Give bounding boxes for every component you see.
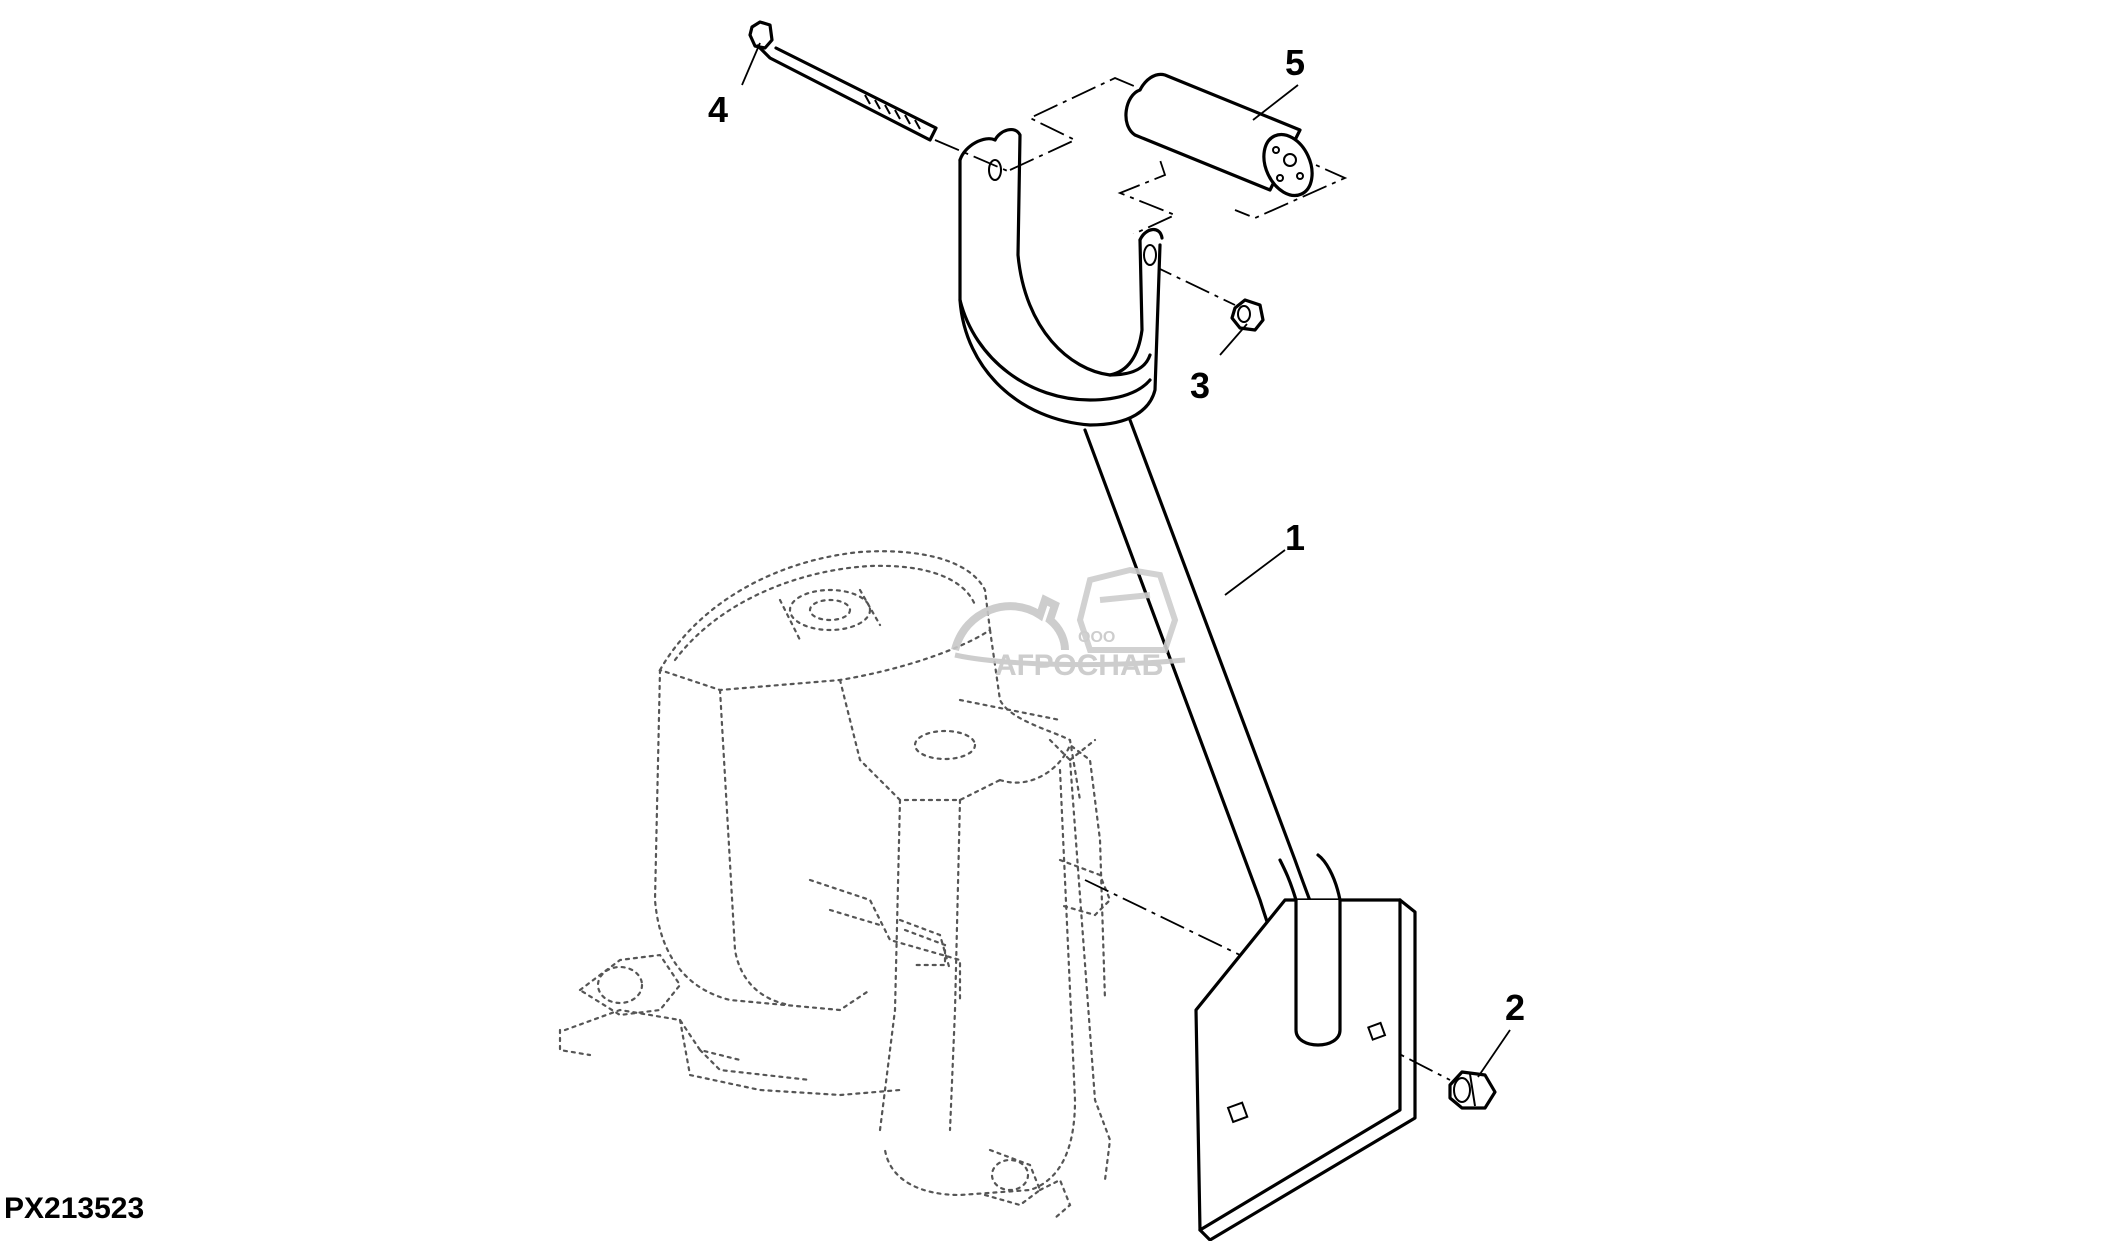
part-5-spacer xyxy=(1124,72,1314,198)
gear-icon xyxy=(951,594,1069,652)
callout-3: 3 xyxy=(1190,365,1210,406)
callout-labels: 5 4 3 1 2 xyxy=(708,42,1525,1028)
leader-2 xyxy=(1477,1029,1511,1078)
part-4-bolt xyxy=(748,20,938,142)
callout-2: 2 xyxy=(1505,987,1525,1028)
part-3-nut xyxy=(1230,298,1265,332)
hidden-mounting-assembly xyxy=(558,550,1112,1220)
callout-5: 5 xyxy=(1285,42,1305,83)
leader-1 xyxy=(1224,549,1286,596)
leader-4 xyxy=(741,42,761,86)
leader-3 xyxy=(1219,323,1248,356)
part-2-nut xyxy=(1448,1070,1497,1110)
leader-5 xyxy=(1252,84,1299,121)
callout-1: 1 xyxy=(1285,517,1305,558)
part-1-bracket-assembly xyxy=(958,127,1417,1241)
callout-leaders xyxy=(741,42,1511,1078)
watermark-caption: ООО xyxy=(1078,629,1115,646)
harvester-icon xyxy=(1076,566,1179,653)
callout-4: 4 xyxy=(708,89,728,130)
figure-id-label: PX213523 xyxy=(4,1192,144,1225)
watermark-logo: ООО АГРОСНАБ xyxy=(951,566,1186,682)
